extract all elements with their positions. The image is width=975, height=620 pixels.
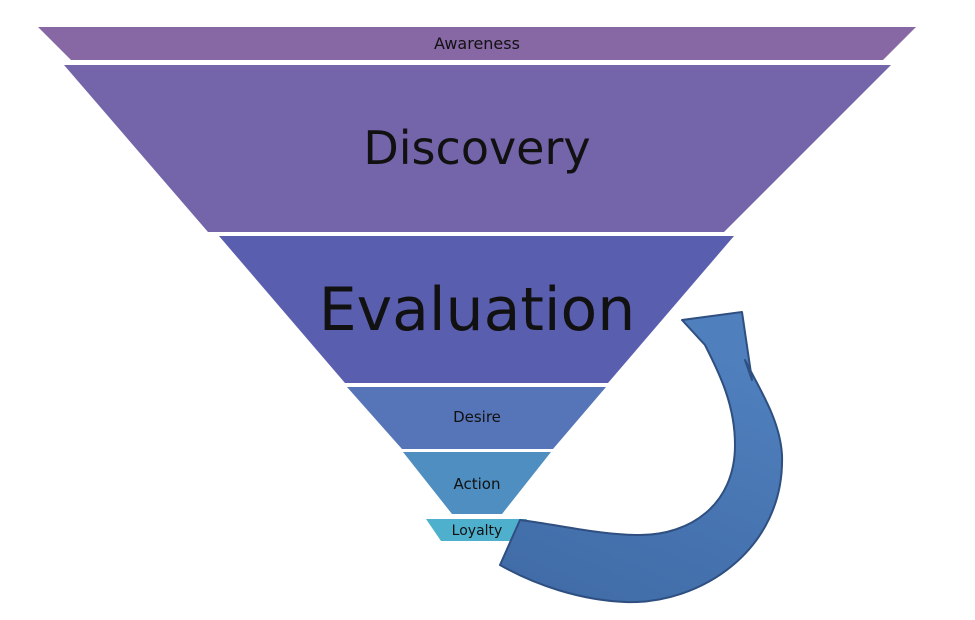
stage-loyalty-label: Loyalty	[452, 523, 503, 539]
stage-action-label: Action	[454, 475, 501, 493]
stage-awareness: Awareness	[38, 27, 916, 60]
stage-evaluation-label: Evaluation	[319, 275, 636, 345]
stage-loyalty-band	[426, 519, 527, 541]
stage-evaluation: Evaluation	[219, 236, 734, 383]
stage-loyalty: Loyalty	[426, 519, 527, 541]
stage-awareness-label: Awareness	[434, 34, 520, 53]
stage-evaluation-band	[219, 236, 734, 383]
stage-discovery-label: Discovery	[363, 121, 590, 175]
loop-arrow	[499, 311, 784, 604]
stage-desire: Desire	[347, 387, 606, 449]
stage-awareness-band	[38, 27, 916, 60]
stage-desire-band	[347, 387, 606, 449]
stage-discovery: Discovery	[64, 65, 891, 232]
stage-desire-label: Desire	[453, 408, 501, 426]
stage-action: Action	[403, 452, 551, 514]
stage-action-band	[403, 452, 551, 514]
stage-discovery-band	[64, 65, 891, 232]
